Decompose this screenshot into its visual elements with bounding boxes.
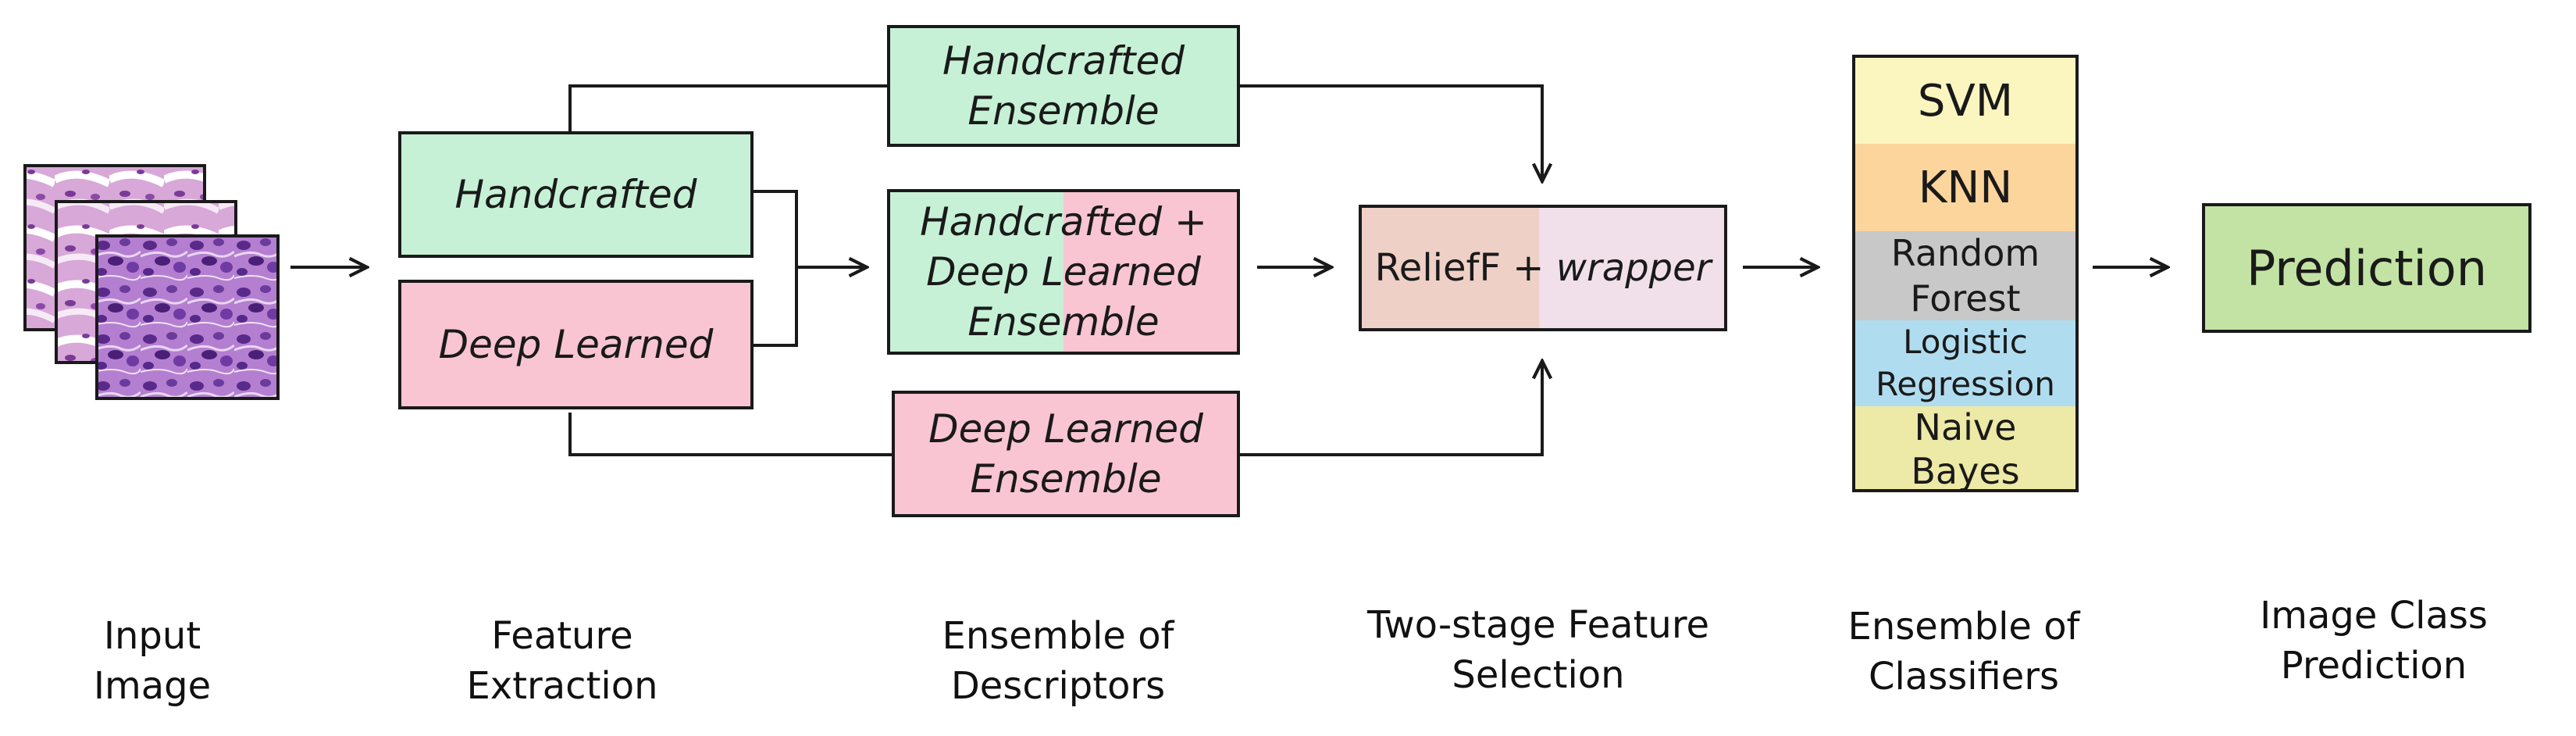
classifier-stack: SVM KNN Random Forest Logistic Regressio… xyxy=(1852,55,2079,492)
classifier-logistic-regression: Logistic Regression xyxy=(1855,320,2075,406)
tissue-tile-front xyxy=(95,234,280,400)
stage-ensemble-descriptors: Ensemble of Descriptors xyxy=(942,614,1174,708)
stage-feature-selection: Two-stage Feature Selection xyxy=(1366,603,1710,697)
classifier-logistic-regression-label: Logistic Regression xyxy=(1876,323,2055,403)
handcrafted-ensemble-box: Handcrafted Ensemble xyxy=(887,25,1240,147)
route-deep-bottom xyxy=(568,413,892,456)
classifier-knn: KNN xyxy=(1855,144,2075,231)
handcrafted-label: Handcrafted xyxy=(454,172,697,217)
prediction-label: Prediction xyxy=(2246,239,2487,297)
handcrafted-box: Handcrafted xyxy=(398,131,754,258)
classifier-naive-bayes: Naive Bayes xyxy=(1855,406,2075,492)
arrow-handcrafted-ensemble-to-selection xyxy=(1240,84,1542,181)
classifier-naive-bayes-label: Naive Bayes xyxy=(1911,406,2020,492)
stage-input-image: Input Image xyxy=(93,614,212,708)
route-handcrafted-top xyxy=(568,84,887,131)
deep-learned-ensemble-box: Deep Learned Ensemble xyxy=(892,391,1240,517)
classifier-svm-label: SVM xyxy=(1917,75,2014,127)
stage-feature-extraction: Feature Extraction xyxy=(466,614,658,708)
relieff-label: ReliefF + xyxy=(1374,246,1556,290)
prediction-box: Prediction xyxy=(2202,203,2531,333)
deep-learned-ensemble-label: Deep Learned Ensemble xyxy=(928,406,1203,502)
classifier-knn-label: KNN xyxy=(1918,162,2013,213)
stage-image-class-prediction: Image Class Prediction xyxy=(2260,594,2488,688)
classifier-random-forest-label: Random Forest xyxy=(1890,232,2040,320)
deep-learned-label: Deep Learned xyxy=(438,322,714,367)
combined-ensemble-label: Handcrafted + Deep Learned Ensemble xyxy=(920,199,1207,345)
classifier-svm: SVM xyxy=(1855,58,2075,144)
wrapper-label: wrapper xyxy=(1555,246,1712,290)
feature-selection-box: ReliefF + wrapper xyxy=(1359,205,1727,331)
handcrafted-ensemble-label: Handcrafted Ensemble xyxy=(942,38,1185,134)
combined-ensemble-box: Handcrafted + Deep Learned Ensemble xyxy=(887,189,1240,355)
deep-learned-box: Deep Learned xyxy=(398,280,754,409)
classifier-random-forest: Random Forest xyxy=(1855,231,2075,320)
arrow-deep-ensemble-to-selection xyxy=(1240,361,1542,456)
stage-ensemble-classifiers: Ensemble of Classifiers xyxy=(1847,605,2080,698)
